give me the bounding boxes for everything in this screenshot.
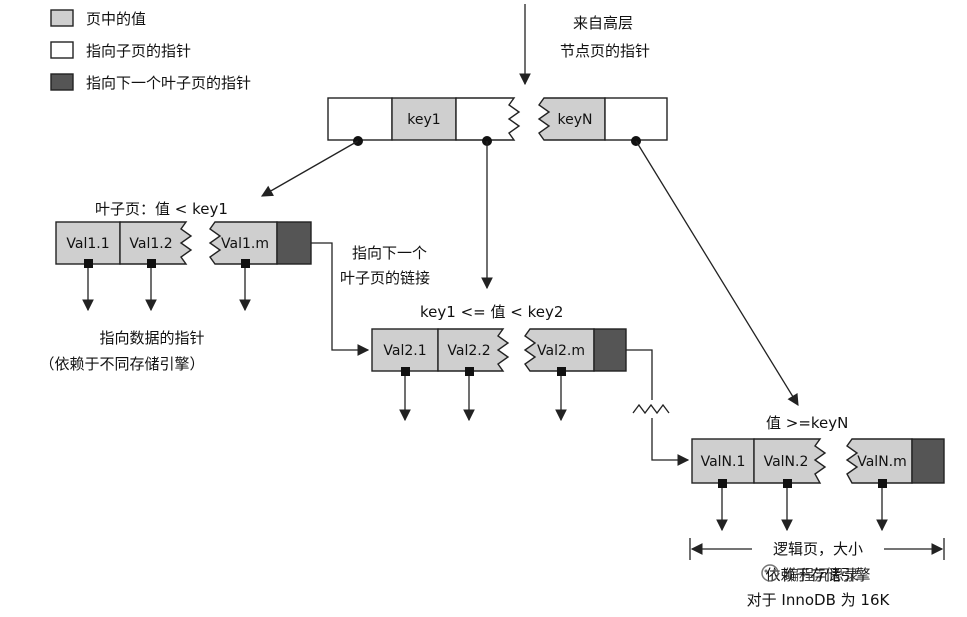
logical-page-label-2: 依赖于存储引擎 <box>765 566 870 584</box>
leaf2-value-label: Val2.2 <box>447 343 490 359</box>
data-pointer-label-2: （依赖于不同存储引擎） <box>39 355 204 373</box>
root-keyN-label: keyN <box>558 112 593 128</box>
leaf1-value-label: Val1.m <box>221 236 269 252</box>
watermark-icon <box>761 564 779 582</box>
legend-child-pointer-swatch <box>50 41 74 59</box>
logical-page-dimension <box>689 538 945 560</box>
root-key1-label: key1 <box>407 112 440 128</box>
next-leaf-link-label-2: 叶子页的链接 <box>340 269 430 287</box>
watermark-text: 编程沉思录 <box>784 566 859 584</box>
leafN-value-label: ValN.m <box>857 454 907 470</box>
logical-page-label-3: 对于 InnoDB 为 16K <box>747 591 891 609</box>
leaf1-caption: 叶子页：值 < key1 <box>95 200 228 218</box>
legend-next-leaf-label: 指向下一个叶子页的指针 <box>86 74 251 92</box>
leaf1-data-pointer-dot <box>84 259 93 268</box>
legend-child-pointer-label: 指向子页的指针 <box>86 42 191 60</box>
incoming-pointer-label-1: 来自高层 <box>573 14 633 32</box>
legend-value-swatch <box>50 9 74 27</box>
logical-page-label-1: 逻辑页，大小 <box>773 540 863 558</box>
root-node: key1 keyN <box>327 97 668 146</box>
root-to-leaf1-arrow <box>260 140 359 197</box>
leaf1-data-pointer-dot <box>147 259 156 268</box>
legend-value-label: 页中的值 <box>86 10 146 28</box>
leafN-data-pointer-dot <box>783 479 792 488</box>
leaf1-value-label: Val1.2 <box>129 236 172 252</box>
root-to-leafN-arrow <box>635 140 799 406</box>
leaf2-value-cell <box>371 328 439 372</box>
root-child-pointer-0 <box>327 97 393 141</box>
leaf2-data-pointer-dot <box>465 367 474 376</box>
leaf1-page: Val1.1 Val1.2 Val1.m <box>55 221 312 268</box>
leaf1-value-label: Val1.1 <box>66 236 109 252</box>
leaf2-value-label: Val2.1 <box>383 343 426 359</box>
legend-next-leaf-swatch <box>50 73 74 91</box>
leafN-value-label: ValN.1 <box>701 454 746 470</box>
leafN-data-pointer-dot <box>878 479 887 488</box>
leaf2-next-link-upper <box>626 349 653 400</box>
leaf2-value-label: Val2.m <box>537 343 585 359</box>
watermark: 编程沉思录 <box>761 564 859 584</box>
leaf2-next-link-lower <box>651 418 690 466</box>
leaf2-data-pointer-dot <box>401 367 410 376</box>
legend: 页中的值 指向子页的指针 指向下一个叶子页的指针 <box>50 9 251 92</box>
leafN-data-pointer-dot <box>718 479 727 488</box>
leaf1-next-pointer-cell <box>276 221 312 265</box>
watermark-icon-eye <box>764 569 768 573</box>
incoming-pointer-label-2: 节点页的指针 <box>560 42 650 60</box>
leaf1-to-leaf2-link <box>311 242 370 356</box>
leaf2-next-pointer-cell <box>593 328 627 372</box>
leafN-value-label: ValN.2 <box>764 454 809 470</box>
data-pointer-label-1: 指向数据的指针 <box>99 329 204 347</box>
leaf2-page: Val2.1 Val2.2 Val2.m <box>371 328 627 376</box>
leaf1-data-pointer-dot <box>241 259 250 268</box>
link-break-mark <box>632 403 670 415</box>
root-child-pointer-1 <box>455 97 521 141</box>
leafN-next-pointer-cell <box>911 438 945 484</box>
next-leaf-link-label-1: 指向下一个 <box>352 244 427 262</box>
leafN-page: ValN.1 ValN.2 ValN.m <box>691 438 945 488</box>
leafN-caption: 值 >=keyN <box>766 414 848 432</box>
leaf2-caption: key1 <= 值 < key2 <box>420 303 563 321</box>
root-child-pointer-n <box>604 97 668 141</box>
leaf2-data-pointer-dot <box>557 367 566 376</box>
watermark-icon-eye <box>772 569 776 573</box>
